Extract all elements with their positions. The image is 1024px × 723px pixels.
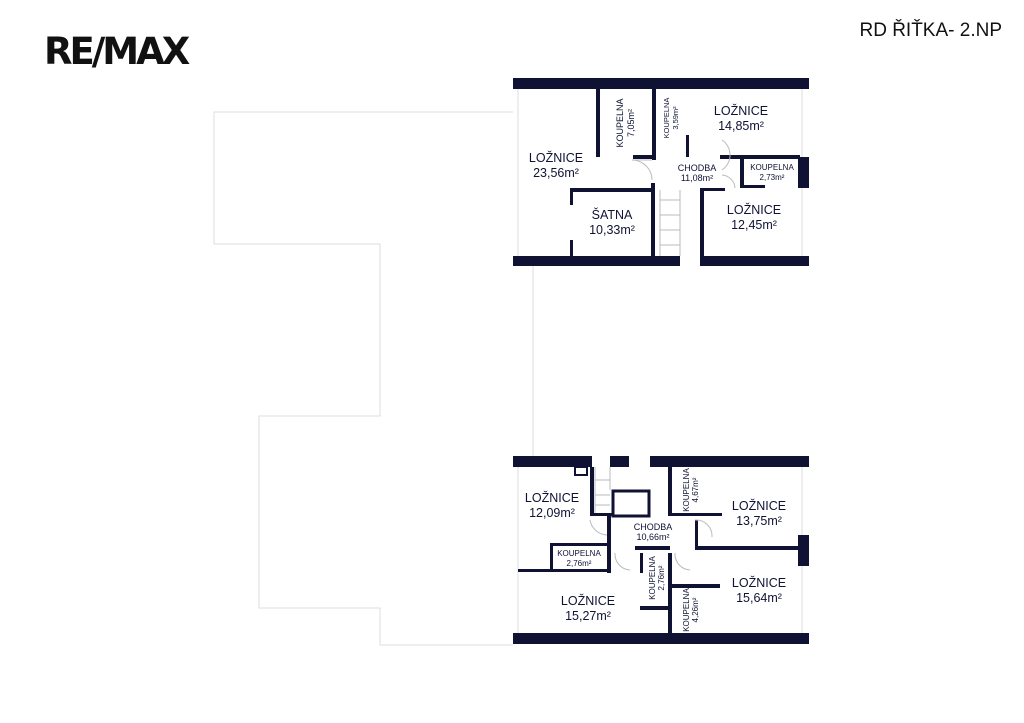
room-area: 15,64m² [736, 591, 782, 605]
room-area: 14,85m² [718, 119, 764, 133]
room-label: LOŽNICE [525, 490, 579, 505]
plan-title: RD ŘIŤKA- 2.NP [859, 20, 1002, 41]
room-label: KOUPELNA [648, 556, 657, 600]
room-area: 10,33m² [589, 223, 635, 237]
room-area: 12,09m² [529, 506, 575, 520]
room-label: LOŽNICE [732, 575, 786, 590]
room-area: 4,26m² [691, 597, 700, 622]
room-area: 3,59m² [671, 106, 680, 130]
room-label: KOUPELNA [750, 163, 794, 172]
room-label: KOUPELNA [682, 588, 691, 632]
room-label: CHODBA [678, 163, 717, 173]
room-area: 13,75m² [736, 514, 782, 528]
room-label: LOŽNICE [561, 593, 615, 608]
remax-logo: RE/MAX [44, 30, 190, 73]
room-label: LOŽNICE [727, 202, 781, 217]
room-area: 15,27m² [565, 609, 611, 623]
room-label: ŠATNA [592, 207, 633, 222]
room-area: 23,56m² [533, 166, 579, 180]
room-area: 7,05m² [626, 109, 636, 137]
room-area: 2,76m² [567, 559, 592, 568]
room-label: CHODBA [634, 522, 673, 532]
room-label: LOŽNICE [732, 498, 786, 513]
room-area: 2,73m² [760, 173, 785, 182]
room-label: LOŽNICE [714, 103, 768, 118]
room-label: KOUPELNA [557, 549, 601, 558]
room-label: KOUPELNA [615, 98, 625, 147]
room-area: 11,08m² [681, 173, 713, 183]
room-label: KOUPELNA [662, 98, 671, 139]
room-area: 10,66m² [636, 532, 669, 542]
ground-floor-outline [213, 111, 513, 646]
room-label: LOŽNICE [529, 150, 583, 165]
room-area: 12,45m² [731, 218, 777, 232]
room-label: KOUPELNA [682, 468, 691, 512]
room-area: 4,67m² [691, 477, 700, 502]
room-area: 2,76m² [657, 565, 666, 590]
